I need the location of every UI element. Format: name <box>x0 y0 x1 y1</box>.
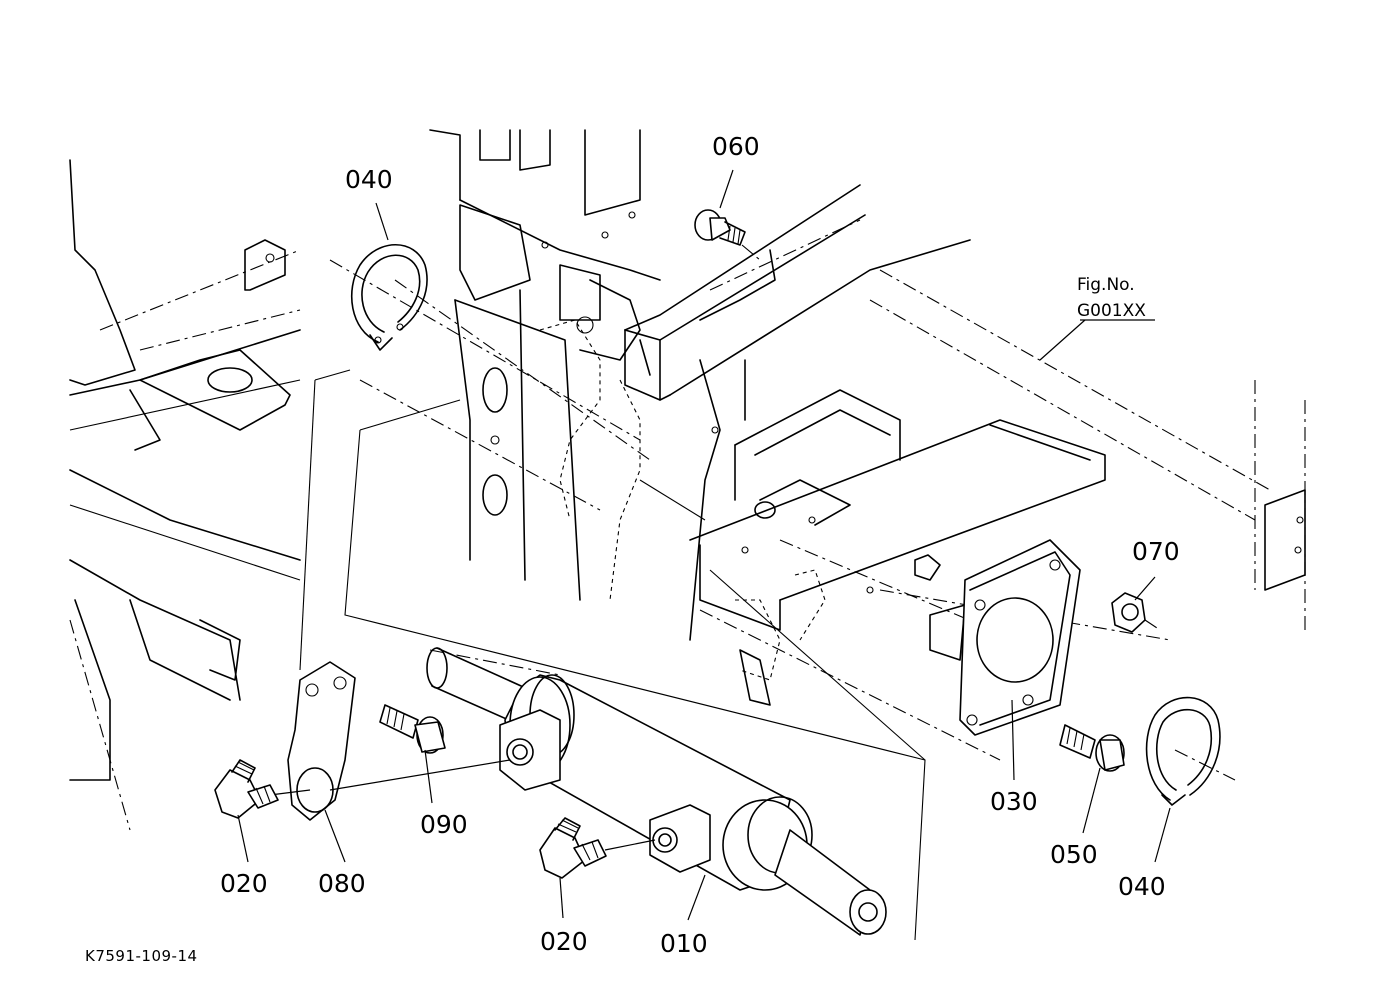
nut-070 <box>1111 592 1161 633</box>
label-040-right: 040 <box>1118 872 1166 901</box>
elbow-fitting-020-mid <box>539 817 656 879</box>
plate-080 <box>269 661 511 821</box>
hydraulic-cylinder-010 <box>426 647 887 936</box>
bolt-060 <box>694 209 761 261</box>
square-tube-crossbar <box>624 184 971 401</box>
central-frame-structure <box>429 129 746 641</box>
label-030: 030 <box>990 787 1038 816</box>
label-020-left: 020 <box>220 869 268 898</box>
label-020-mid: 020 <box>540 927 588 956</box>
right-long-bar <box>869 269 1306 630</box>
label-070: 070 <box>1132 537 1180 566</box>
label-040-top: 040 <box>345 165 393 194</box>
bolt-090 <box>379 704 446 754</box>
fig-ref-line1: Fig.No. <box>1077 275 1135 295</box>
label-010: 010 <box>660 929 708 958</box>
rear-bracket-box <box>689 389 1106 706</box>
drawing-id: K7591-109-14 <box>85 947 198 965</box>
snap-ring-040-right <box>1145 696 1236 806</box>
bolt-050 <box>1059 724 1125 772</box>
label-080: 080 <box>318 869 366 898</box>
part-number-labels: 040 060 070 030 050 040 090 080 020 020 … <box>220 132 1180 958</box>
label-050: 050 <box>1050 840 1098 869</box>
snap-ring-040-top <box>350 243 428 351</box>
label-060: 060 <box>712 132 760 161</box>
left-frame-structure <box>69 159 301 831</box>
elbow-fitting-020-left <box>214 759 279 819</box>
fig-ref-line2: G001XX <box>1077 301 1146 321</box>
bracket-plate-030 <box>959 539 1081 736</box>
figure-reference: Fig.No. G001XX <box>1077 275 1146 321</box>
label-leaders <box>237 169 1171 921</box>
label-090: 090 <box>420 810 468 839</box>
